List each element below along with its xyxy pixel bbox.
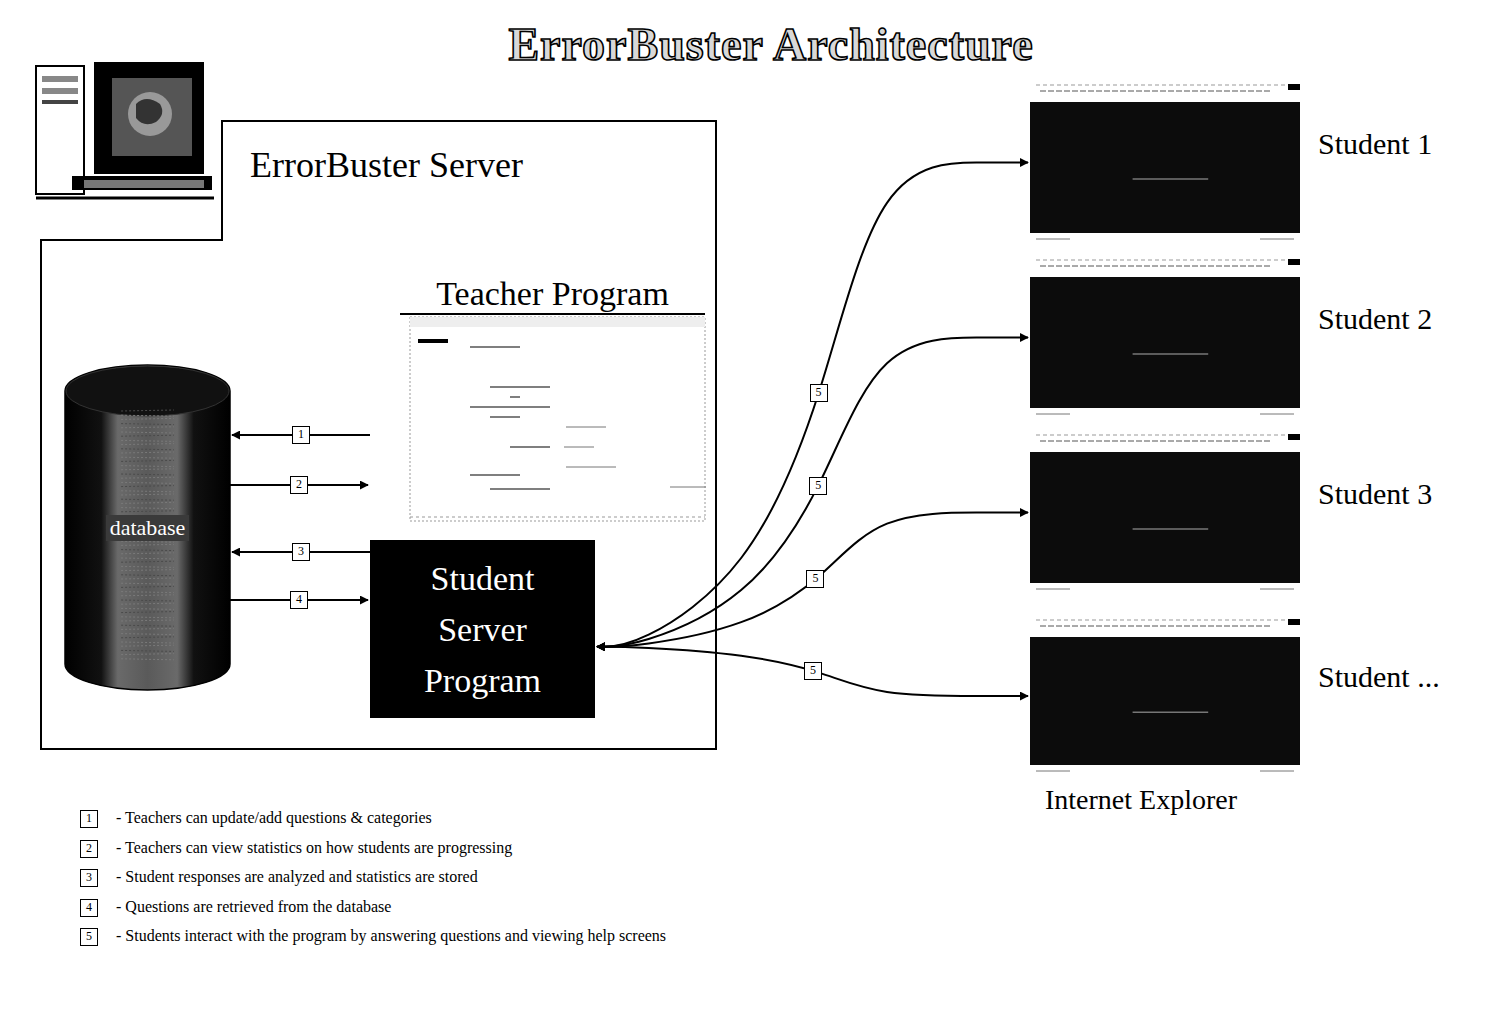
drive-bay: [42, 76, 78, 82]
student-label: Student 2: [1318, 302, 1432, 336]
teacher-screenshot: [410, 317, 706, 521]
server-outline: [41, 121, 716, 749]
node-title: Teacher Program: [400, 275, 705, 315]
node-outline: [370, 275, 705, 525]
legend-text: - Teachers can view statistics on how st…: [116, 839, 512, 857]
node-outline: [1030, 255, 1300, 420]
screen-globe: [128, 92, 172, 136]
tower: [36, 66, 84, 194]
node-title: Student Server Program: [406, 553, 559, 706]
browser-screenshot: [1030, 255, 1300, 420]
teacher-node: Teacher Program: [370, 275, 705, 525]
connector-arrow: [597, 647, 1028, 696]
keyboard: [84, 180, 204, 188]
callout-number: 3: [81, 870, 97, 885]
node-title: ErrorBuster Server: [250, 144, 523, 186]
node-title: database: [106, 515, 190, 541]
screen-node: Student ...: [1030, 615, 1300, 777]
callout-number: 4: [81, 900, 97, 915]
diagram-title: ErrorBuster Architecture: [0, 18, 1492, 71]
callout-number: 2: [81, 841, 97, 856]
database-top: [66, 366, 229, 416]
connector-arrow: [597, 513, 1028, 647]
student-label: Student 1: [1318, 127, 1432, 161]
database-cylinder: [65, 365, 230, 690]
legend-swatch: 3: [80, 869, 98, 887]
drive-bay: [42, 100, 78, 104]
monitor-base: [72, 176, 212, 190]
node-outline: [40, 120, 718, 750]
node-outline: [1030, 80, 1300, 245]
edge-callout: 5: [810, 384, 828, 402]
screen-node: Student 3: [1030, 430, 1300, 595]
screen-node: Student 2: [1030, 255, 1300, 420]
callout-number: 5: [81, 929, 97, 944]
edge-callout: 1: [292, 426, 310, 444]
caption-label: Internet Explorer: [1045, 784, 1237, 816]
edge-callout: 2: [290, 476, 308, 494]
monitor: [94, 62, 204, 174]
legend-swatch: 5: [80, 928, 98, 946]
edge-callout: 5: [804, 662, 822, 680]
legend-text: - Teachers can update/add questions & ca…: [116, 809, 432, 827]
student-label: Student ...: [1318, 660, 1440, 694]
edge-callout: 5: [806, 570, 824, 588]
legend-text: - Student responses are analyzed and sta…: [116, 868, 478, 886]
student-label: Student 3: [1318, 477, 1432, 511]
monitor-screen: [112, 78, 192, 156]
computer-icon: [36, 62, 214, 198]
drive-bay: [42, 88, 78, 94]
edge-callout: 5: [809, 477, 827, 495]
screen-globe-shape: [136, 99, 162, 124]
legend-swatch: 4: [80, 899, 98, 917]
screen-node: Student 1: [1030, 80, 1300, 245]
legend-text: - Students interact with the program by …: [116, 927, 666, 945]
node-outline: [1030, 615, 1300, 777]
edge-callout: 4: [290, 591, 308, 609]
node-outline: [1030, 430, 1300, 595]
browser-screenshot: [1030, 430, 1300, 595]
server-node: database Teacher ProgramStudent Server Pr…: [40, 120, 718, 750]
cylinder-node: database: [65, 365, 230, 690]
browser-screenshot: [1030, 80, 1300, 245]
browser-screenshot: [1030, 615, 1300, 777]
legend-text: - Questions are retrieved from the datab…: [116, 898, 391, 916]
legend-swatch: 1: [80, 810, 98, 828]
edge-callout: 3: [292, 543, 310, 561]
black-node: Student Server Program: [370, 540, 595, 718]
callout-number: 1: [81, 811, 97, 826]
desk-line: [36, 197, 214, 200]
legend-swatch: 2: [80, 840, 98, 858]
